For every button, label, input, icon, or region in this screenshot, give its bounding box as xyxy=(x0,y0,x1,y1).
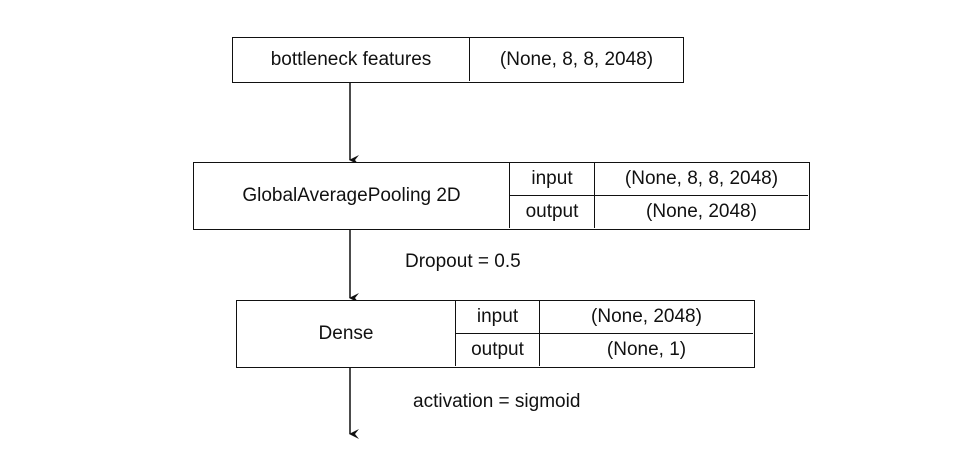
dense-output-shape: (None, 1) xyxy=(606,339,687,360)
gap-layer-box: GlobalAveragePooling 2D input (None, 8, … xyxy=(193,162,810,230)
divider xyxy=(469,38,470,81)
dropout-note: Dropout = 0.5 xyxy=(405,251,521,272)
gap-layer-label: GlobalAveragePooling 2D xyxy=(242,184,461,206)
gap-input-label: input xyxy=(531,168,573,189)
dense-layer-label: Dense xyxy=(318,322,374,344)
bottleneck-label: bottleneck features xyxy=(270,48,432,70)
dense-input-shape: (None, 2048) xyxy=(591,306,702,327)
bottleneck-shape: (None, 8, 8, 2048) xyxy=(499,48,654,70)
activation-note: activation = sigmoid xyxy=(413,391,581,412)
bottleneck-features-box: bottleneck features (None, 8, 8, 2048) xyxy=(232,37,684,83)
gap-input-shape: (None, 8, 8, 2048) xyxy=(624,168,779,189)
divider xyxy=(509,195,808,196)
divider xyxy=(455,333,753,334)
dense-layer-box: Dense input (None, 2048) output (None, 1… xyxy=(236,300,755,368)
dense-output-label: output xyxy=(471,339,524,360)
gap-output-shape: (None, 2048) xyxy=(646,201,757,222)
gap-output-label: output xyxy=(525,201,579,222)
dense-input-label: input xyxy=(476,306,519,327)
